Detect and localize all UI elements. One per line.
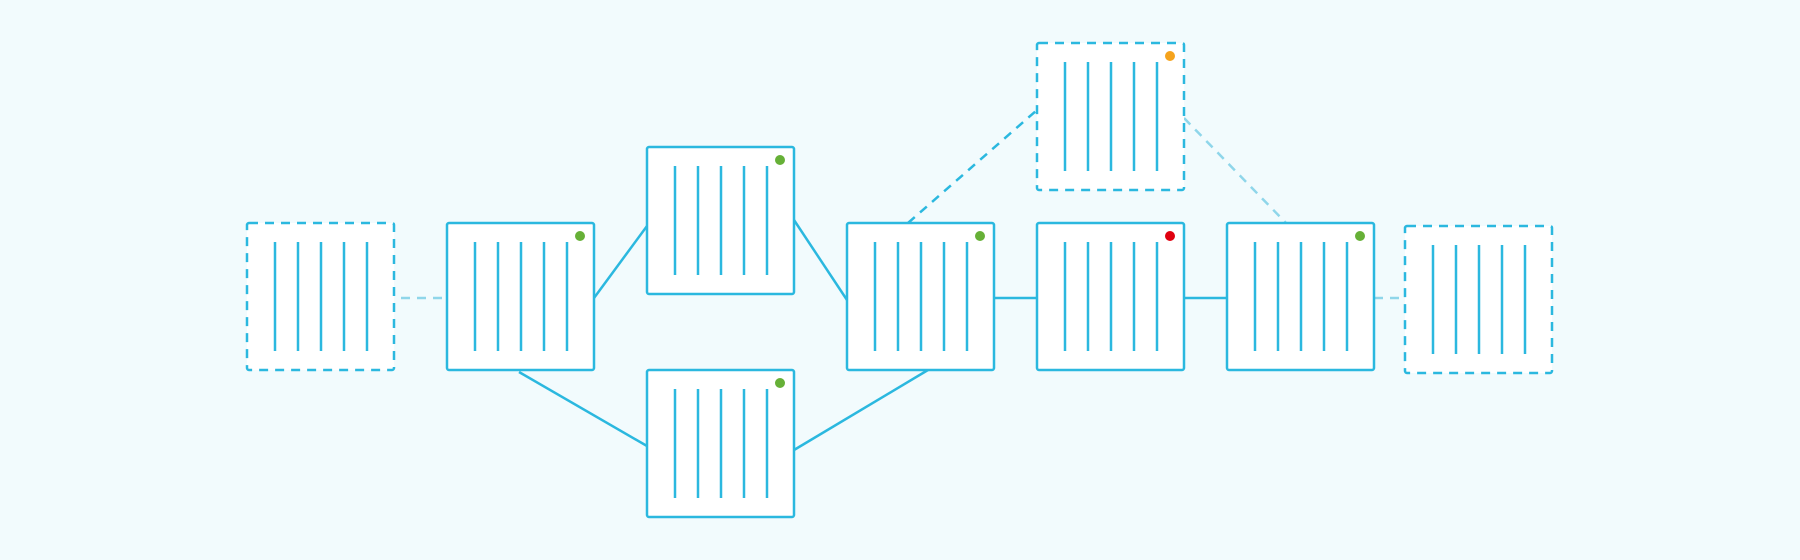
connection-n6-n8 bbox=[1183, 117, 1287, 224]
server-node-n4[interactable] bbox=[645, 368, 796, 519]
server-node-n2[interactable] bbox=[445, 221, 596, 372]
status-green-indicator bbox=[1355, 231, 1365, 241]
server-node-n1[interactable] bbox=[245, 221, 396, 372]
connections bbox=[401, 109, 1405, 452]
server-rack-icon bbox=[673, 166, 769, 275]
server-node-n8[interactable] bbox=[1225, 221, 1376, 372]
status-orange-indicator bbox=[1165, 51, 1175, 61]
server-node-n7[interactable] bbox=[1035, 221, 1186, 372]
connection-n2-n4 bbox=[518, 370, 648, 448]
connection-n3-n5 bbox=[792, 219, 849, 301]
status-green-indicator bbox=[775, 378, 785, 388]
server-rack-icon bbox=[873, 242, 969, 351]
connection-n5-n6 bbox=[907, 109, 1038, 224]
status-green-indicator bbox=[575, 231, 585, 241]
server-rack-icon bbox=[673, 389, 769, 498]
server-node-n5[interactable] bbox=[845, 221, 996, 372]
server-rack-icon bbox=[1063, 242, 1159, 351]
connection-n2-n3 bbox=[592, 225, 649, 299]
server-rack-icon bbox=[1253, 242, 1349, 351]
status-green-indicator bbox=[775, 155, 785, 165]
status-red-indicator bbox=[1165, 231, 1175, 241]
server-rack-icon bbox=[1063, 62, 1159, 171]
server-rack-icon bbox=[273, 242, 369, 351]
server-nodes bbox=[245, 41, 1554, 519]
server-rack-icon bbox=[473, 242, 569, 351]
connection-n4-n5 bbox=[793, 368, 929, 452]
server-node-n3[interactable] bbox=[645, 145, 796, 296]
server-rack-icon bbox=[1431, 245, 1527, 354]
server-node-n9[interactable] bbox=[1403, 224, 1554, 375]
server-node-n6[interactable] bbox=[1035, 41, 1186, 192]
status-green-indicator bbox=[975, 231, 985, 241]
